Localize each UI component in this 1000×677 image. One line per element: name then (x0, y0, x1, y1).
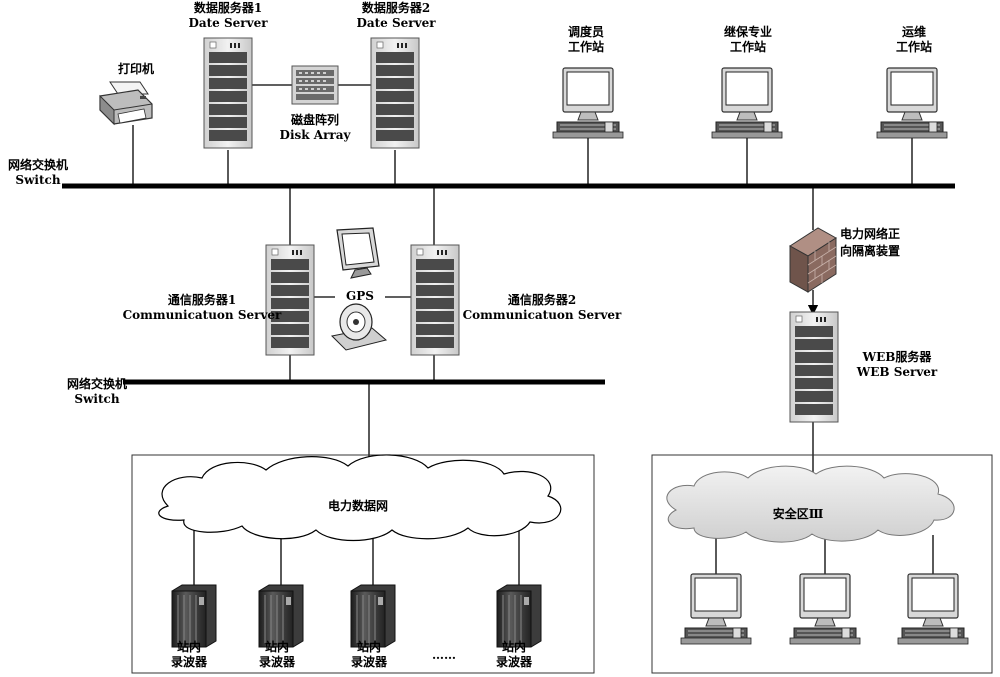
data-server-1-label-en: Date Server (188, 16, 268, 30)
security-zone-cloud (666, 465, 955, 543)
recorder-1-label-line2: 录波器 (170, 655, 208, 669)
power-data-net-cloud (158, 454, 562, 542)
data-server-1-icon (203, 37, 253, 149)
disk-array-label-cn: 磁盘阵列 (290, 113, 340, 127)
isolation-device-icon (789, 227, 837, 293)
recorder-1-label-line1: 站内 (176, 640, 202, 654)
web-server-label: WEB服务器 WEB Server (857, 350, 938, 380)
comm-server-2-label-en: Communicatuon Server (462, 308, 622, 322)
recorder-4-label: 站内 录波器 (496, 640, 532, 670)
switch-mid-label-cn: 网络交换机 (66, 377, 128, 391)
recorder-2-label-line1: 站内 (264, 640, 290, 654)
recorder-4-label-line2: 录波器 (495, 655, 533, 669)
substation-zone-box (131, 454, 595, 674)
switch-mid-label: 网络交换机 Switch (67, 377, 127, 407)
relay-ws-label: 继保专业 工作站 (724, 25, 772, 55)
disk-array-label: 磁盘阵列 Disk Array (280, 113, 351, 143)
isolation-device-label-line1: 电力网络正 (840, 227, 901, 241)
printer-label: 打印机 (117, 62, 155, 76)
switch-top-label: 网络交换机 Switch (8, 158, 68, 188)
recorder-4-icon (496, 584, 542, 648)
disk-array-icon (291, 65, 339, 105)
disk-array-label-en: Disk Array (279, 128, 351, 142)
ops-ws-label-line1: 运维 (901, 25, 927, 39)
recorder-3-icon (350, 584, 396, 648)
comm-server-2-label-cn: 通信服务器2 (507, 293, 577, 307)
recorder-3-label-line1: 站内 (356, 640, 382, 654)
data-server-2-label-en: Date Server (356, 16, 436, 30)
web-server-label-en: WEB Server (856, 365, 938, 379)
recorder-ellipsis: …… (432, 648, 456, 662)
connection-lines (132, 84, 934, 590)
switch-top-label-cn: 网络交换机 (7, 158, 69, 172)
data-server-1-label-cn: 数据服务器1 (193, 1, 263, 15)
recorder-2-icon (258, 584, 304, 648)
recorder-2-label-line2: 录波器 (258, 655, 296, 669)
recorder-4-label-line1: 站内 (501, 640, 527, 654)
data-server-2-label: 数据服务器2 Date Server (356, 1, 435, 31)
comm-server-1-label-en: Communicatuon Server (122, 308, 282, 322)
power-data-net-label: 电力数据网 (327, 499, 389, 513)
security-zone-label: 安全区Ⅲ (772, 507, 824, 521)
ops-ws-label-line2: 工作站 (895, 40, 933, 54)
dispatcher-ws-label-line1: 调度员 (567, 25, 605, 39)
zone3-workstation-1-icon (680, 573, 752, 645)
recorder-1-icon (171, 584, 217, 648)
web-server-label-cn: WEB服务器 (862, 350, 932, 364)
recorder-1-label: 站内 录波器 (171, 640, 207, 670)
recorder-3-label-line2: 录波器 (350, 655, 388, 669)
web-server-icon (789, 311, 839, 423)
relay-ws-label-line2: 工作站 (729, 40, 767, 54)
comm-server-2-label: 通信服务器2 Communicatuon Server (463, 293, 622, 323)
dispatcher-workstation-icon (552, 67, 624, 139)
isolation-device-label-line2: 向隔离装置 (840, 244, 901, 258)
comm-server-1-label: 通信服务器1 Communicatuon Server (123, 293, 282, 323)
data-server-2-label-cn: 数据服务器2 (361, 1, 431, 15)
printer-icon (99, 81, 153, 126)
comm-server-1-label-cn: 通信服务器1 (167, 293, 237, 307)
relay-workstation-icon (711, 67, 783, 139)
switch-top-label-en: Switch (15, 173, 61, 187)
ops-workstation-icon (876, 67, 948, 139)
zone3-workstation-3-icon (897, 573, 969, 645)
dispatcher-ws-label: 调度员 工作站 (568, 25, 604, 55)
ops-ws-label: 运维 工作站 (896, 25, 932, 55)
gps-label: GPS (346, 289, 374, 303)
switch-mid-label-en: Switch (74, 392, 120, 406)
gps-icon (330, 303, 388, 351)
relay-ws-label-line1: 继保专业 (723, 25, 773, 39)
security-zone-box (651, 454, 993, 674)
recorder-2-label: 站内 录波器 (259, 640, 295, 670)
data-server-2-icon (370, 37, 420, 149)
data-server-1-label: 数据服务器1 Date Server (188, 1, 267, 31)
comm-server-2-icon (410, 244, 460, 356)
recorder-3-label: 站内 录波器 (351, 640, 387, 670)
isolation-device-label: 电力网络正 向隔离装置 (840, 226, 900, 260)
zone3-workstation-2-icon (789, 573, 861, 645)
gps-monitor-icon (336, 227, 380, 279)
dispatcher-ws-label-line2: 工作站 (567, 40, 605, 54)
